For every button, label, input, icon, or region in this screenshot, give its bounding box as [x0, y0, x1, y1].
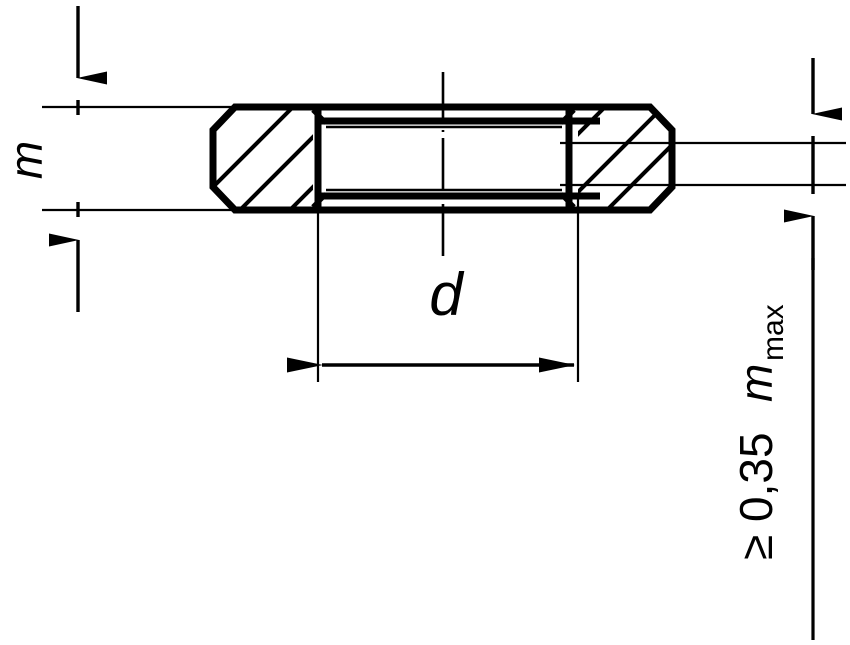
- dimension-label-thread-symbol: m: [730, 364, 782, 402]
- nut-outer-profile: [209, 103, 676, 214]
- bore-chamfer-bottom-right: [559, 192, 576, 209]
- dimension-label-m: m: [0, 141, 52, 179]
- section-hatching-left: [216, 110, 313, 208]
- bore-chamfer-bottom-left: [311, 192, 328, 209]
- bore-chamfer-top-right: [559, 108, 576, 125]
- dimension-m: m: [0, 6, 107, 312]
- dimension-label-d: d: [429, 261, 464, 328]
- dimension-thread-length: ≥ 0,35 m max: [730, 58, 842, 640]
- dimension-label-thread-value: ≥ 0,35: [730, 432, 782, 560]
- dimension-label-thread-subscript: max: [757, 304, 790, 361]
- drawing-layers: m d ≥ 0,35 m max: [0, 6, 846, 640]
- dimension-label-thread-group: ≥ 0,35 m max: [730, 304, 790, 560]
- dimension-d: d: [287, 261, 575, 373]
- bore-chamfer-top-left: [311, 108, 328, 125]
- extension-lines: [42, 105, 846, 382]
- nut-body: [209, 103, 676, 214]
- bore-thread: [311, 108, 600, 209]
